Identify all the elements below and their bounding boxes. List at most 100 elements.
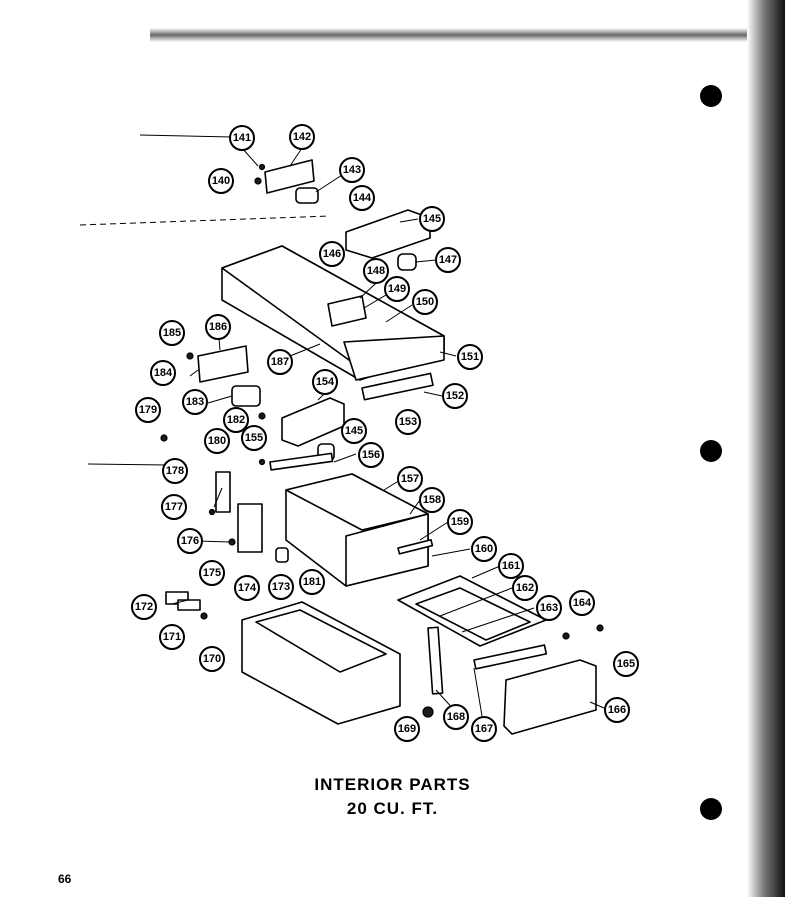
svg-text:172: 172 <box>135 601 153 613</box>
callout: 154 <box>312 369 338 395</box>
callout: 181 <box>299 569 325 595</box>
callout: 150 <box>412 289 438 315</box>
svg-text:181: 181 <box>303 576 321 588</box>
callouts: 140 141 142 143 144 145 146 147 148 149 … <box>131 124 639 742</box>
callout: 179 <box>135 397 161 423</box>
margin-leader <box>139 134 233 138</box>
svg-text:157: 157 <box>401 473 419 485</box>
svg-text:146: 146 <box>323 248 341 260</box>
margin-leader <box>79 215 331 226</box>
svg-text:145: 145 <box>345 425 363 437</box>
callout: 142 <box>289 124 315 150</box>
callout: 149 <box>384 276 410 302</box>
callout: 167 <box>471 716 497 742</box>
callout: 146 <box>319 241 345 267</box>
svg-text:175: 175 <box>203 567 221 579</box>
callout: 180 <box>204 428 230 454</box>
callout: 147 <box>435 247 461 273</box>
callout: 174 <box>234 575 260 601</box>
callout-leaders <box>171 147 605 717</box>
callout: 173 <box>268 574 294 600</box>
svg-text:170: 170 <box>203 653 221 665</box>
svg-text:141: 141 <box>233 132 251 144</box>
svg-text:153: 153 <box>399 416 417 428</box>
callout: 159 <box>447 509 473 535</box>
svg-text:187: 187 <box>271 356 289 368</box>
svg-text:159: 159 <box>451 516 469 528</box>
callout: 176 <box>177 528 203 554</box>
callout: 160 <box>471 536 497 562</box>
callout: 183 <box>182 389 208 415</box>
svg-text:160: 160 <box>475 543 493 555</box>
callout: 161 <box>498 553 524 579</box>
callout: 178 <box>162 458 188 484</box>
scan-smudge <box>150 28 750 42</box>
callout: 166 <box>604 697 630 723</box>
callout: 155 <box>241 425 267 451</box>
svg-text:171: 171 <box>163 631 181 643</box>
callout: 170 <box>199 646 225 672</box>
svg-text:182: 182 <box>227 414 245 426</box>
hardware-dots <box>160 163 604 718</box>
svg-text:185: 185 <box>163 327 181 339</box>
callout: 175 <box>199 560 225 586</box>
diagram-caption-subtitle: 20 CU. FT. <box>346 799 439 818</box>
svg-text:149: 149 <box>388 283 406 295</box>
svg-text:177: 177 <box>165 501 183 513</box>
svg-text:162: 162 <box>516 582 534 594</box>
svg-text:165: 165 <box>617 658 635 670</box>
callout: 145 <box>341 418 367 444</box>
svg-text:168: 168 <box>447 711 465 723</box>
svg-text:147: 147 <box>439 254 457 266</box>
callout: 152 <box>442 383 468 409</box>
callout: 148 <box>363 258 389 284</box>
svg-text:140: 140 <box>212 175 230 187</box>
svg-text:173: 173 <box>272 581 290 593</box>
callout: 141 <box>229 125 255 151</box>
callout: 140 <box>208 168 234 194</box>
svg-text:184: 184 <box>154 367 173 379</box>
callout: 164 <box>569 590 595 616</box>
svg-text:174: 174 <box>238 582 257 594</box>
callout: 145 <box>419 206 445 232</box>
callout: 186 <box>205 314 231 340</box>
svg-text:167: 167 <box>475 723 493 735</box>
callout: 162 <box>512 575 538 601</box>
svg-text:145: 145 <box>423 213 441 225</box>
svg-text:176: 176 <box>181 535 199 547</box>
svg-text:169: 169 <box>398 723 416 735</box>
svg-text:150: 150 <box>416 296 434 308</box>
svg-text:144: 144 <box>353 192 372 204</box>
callout: 172 <box>131 594 157 620</box>
callout: 163 <box>536 595 562 621</box>
callout: 184 <box>150 360 176 386</box>
callout: 143 <box>339 157 365 183</box>
callout: 169 <box>394 716 420 742</box>
svg-text:163: 163 <box>540 602 558 614</box>
margin-leader <box>87 463 169 466</box>
svg-text:152: 152 <box>446 390 464 402</box>
callout: 165 <box>613 651 639 677</box>
diagram-caption-title: INTERIOR PARTS <box>314 775 471 794</box>
svg-text:166: 166 <box>608 704 626 716</box>
callout: 185 <box>159 320 185 346</box>
page-number: 66 <box>58 872 72 886</box>
callout: 158 <box>419 487 445 513</box>
svg-text:164: 164 <box>573 597 592 609</box>
binder-hole <box>700 440 722 462</box>
callout: 168 <box>443 704 469 730</box>
svg-text:183: 183 <box>186 396 204 408</box>
binder-hole <box>700 85 722 107</box>
svg-text:148: 148 <box>367 265 385 277</box>
scan-edge-shadow <box>747 0 785 897</box>
callout: 157 <box>397 466 423 492</box>
callout: 153 <box>395 409 421 435</box>
svg-text:142: 142 <box>293 131 311 143</box>
callout: 156 <box>358 442 384 468</box>
part-shapes <box>165 159 597 735</box>
callout: 182 <box>223 407 249 433</box>
svg-text:180: 180 <box>208 435 226 447</box>
svg-text:154: 154 <box>316 376 335 388</box>
svg-text:161: 161 <box>502 560 520 572</box>
